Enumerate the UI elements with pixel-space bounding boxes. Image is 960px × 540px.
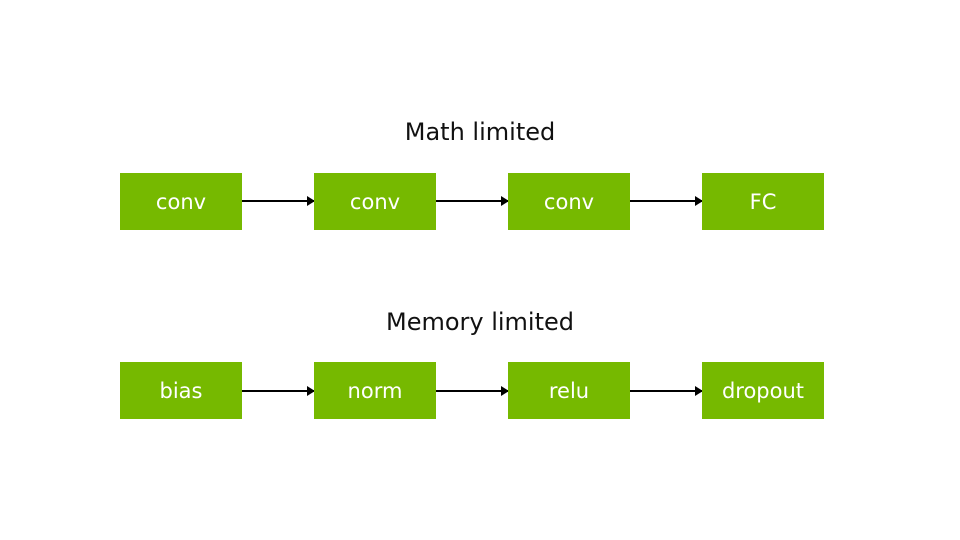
section-title-memory-limited: Memory limited	[385, 308, 575, 336]
arrow-math-2	[436, 196, 509, 206]
node-norm: norm	[314, 362, 436, 419]
node-dropout: dropout	[702, 362, 824, 419]
node-conv-2: conv	[314, 173, 436, 230]
arrow-memory-2	[436, 386, 509, 396]
node-conv-3: conv	[508, 173, 630, 230]
node-conv-1: conv	[120, 173, 242, 230]
node-bias: bias	[120, 362, 242, 419]
node-relu: relu	[508, 362, 630, 419]
arrow-memory-3	[630, 386, 703, 396]
arrow-math-3	[630, 196, 703, 206]
section-title-math-limited: Math limited	[404, 118, 556, 146]
node-fc: FC	[702, 173, 824, 230]
arrow-math-1	[242, 196, 315, 206]
arrow-memory-1	[242, 386, 315, 396]
